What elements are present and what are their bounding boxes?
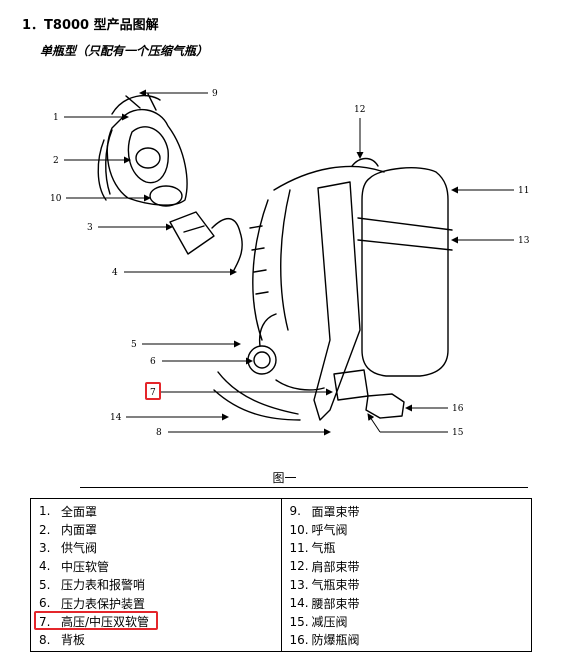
legend-label: 腰部束带 [311,596,360,611]
legend-item: 3. 供气阀 [39,539,273,557]
callout-15: 15 [452,428,464,438]
pressure-gauge [247,345,277,375]
mask-side-straps [97,129,113,201]
legend-number: 5. [39,577,51,592]
legend-item: 2. 内面罩 [39,520,273,538]
legend-number: 3. [39,540,51,555]
figure-caption: 图一 [272,471,297,485]
legend-item: 12.肩部束带 [290,557,524,575]
legend-number: 8. [39,632,51,647]
legend-label: 气瓶束带 [311,578,360,593]
section-title: 1．T8000 型产品图解 [22,18,159,33]
legend-item: 15.减压阀 [290,612,524,630]
breathing-apparatus-diagram: 1 2 3 4 5 6 7 8 9 10 11 12 13 14 15 16 [50,89,530,438]
legend-number: 7. [39,614,51,629]
legend-label: 肩部束带 [311,559,360,574]
legend-label: 防爆瓶阀 [311,633,360,648]
backplate [313,181,361,421]
legend-item: 5. 压力表和报警哨 [39,576,273,594]
legend-right-column: 9. 面罩束带 10.呼气阀 11.气瓶 12.肩部束带 13.气瓶束带 14.腰… [280,497,532,653]
callout-7: 7 [150,388,156,398]
callout-9: 9 [212,89,218,99]
legend-item-7-highlight [34,611,158,630]
callout-16: 16 [452,404,464,414]
legend-label: 压力表和报警哨 [61,578,146,593]
air-cylinder [361,167,449,377]
legend-item: 4. 中压软管 [39,557,273,575]
legend-number: 11. [289,540,309,555]
gauge-protector [253,351,271,369]
legend-label: 背板 [61,633,86,648]
legend-item: 13.气瓶束带 [290,576,524,594]
callout-4: 4 [112,268,118,278]
legend-item: 8. 背板 [39,631,273,649]
callout-5: 5 [131,340,137,350]
face-mask [106,108,188,206]
legend-label: 供气阀 [61,541,98,556]
legend-item: 14.腰部束带 [290,594,524,612]
shoulder-harness [252,165,385,341]
legend-label: 内面罩 [61,523,98,538]
legend-label: 高压/中压双软管 [61,615,150,630]
legend-number: 13. [289,577,309,592]
callout-14: 14 [110,413,122,423]
legend-number: 15. [289,614,309,629]
legend-label: 面罩束带 [311,504,360,519]
top-strap-loop [351,157,379,167]
callout-7-highlight [145,382,161,400]
legend-item-highlighted: 7. 高压/中压双软管 [39,612,273,630]
legend-item: 6. 压力表保护装置 [39,594,273,612]
inner-mask [127,126,169,184]
cylinder-strap [357,217,453,251]
harness-webbing [249,225,269,295]
legend-number: 14. [289,596,309,611]
medium-pressure-hose [211,218,243,271]
section-subtitle: 单瓶型（只配有一个压缩气瓶） [40,44,209,58]
waist-belt [213,371,301,421]
exhalation-valve [149,185,183,207]
legend-label: 全面罩 [61,504,98,519]
callout-1: 1 [53,113,59,123]
twin-hose [258,313,325,391]
caption-divider [80,487,528,488]
legend-label: 减压阀 [311,615,348,630]
mask-lens-detail [135,147,161,169]
cylinder-valve [365,393,405,419]
legend-number: 10. [289,522,309,537]
legend-number: 16. [289,632,309,647]
legend-label: 气瓶 [311,541,336,556]
legend-label: 中压软管 [61,559,110,574]
parts-legend-table: 1. 全面罩 2. 内面罩 3. 供气阀 4. 中压软管 5. 压力表和报警哨 6. 压力表… [30,497,532,653]
legend-label: 呼气阀 [311,523,348,538]
legend-item: 10.呼气阀 [290,520,524,538]
legend-number: 6. [39,596,51,611]
callout-8: 8 [156,428,162,438]
legend-item: 1. 全面罩 [39,502,273,520]
callout-10: 10 [50,194,62,204]
legend-number: 9. [289,504,301,519]
apparatus-drawing [97,93,453,421]
callout-2: 2 [53,156,59,166]
mask-head-strap [111,93,161,115]
demand-valve [169,211,215,255]
legend-number: 12. [289,559,309,574]
callout-11: 11 [518,186,529,196]
legend-number: 2. [39,522,51,537]
legend-number: 1. [39,504,51,519]
legend-label: 压力表保护装置 [61,596,146,611]
legend-item: 16.防爆瓶阀 [290,631,524,649]
callout-6: 6 [150,357,156,367]
legend-number: 4. [39,559,51,574]
callout-3: 3 [87,223,93,233]
callout-12: 12 [354,105,365,115]
legend-item: 11.气瓶 [290,539,524,557]
callout-13: 13 [518,236,530,246]
legend-left-column: 1. 全面罩 2. 内面罩 3. 供气阀 4. 中压软管 5. 压力表和报警哨 6. 压力表… [30,497,282,653]
legend-item: 9. 面罩束带 [290,502,524,520]
